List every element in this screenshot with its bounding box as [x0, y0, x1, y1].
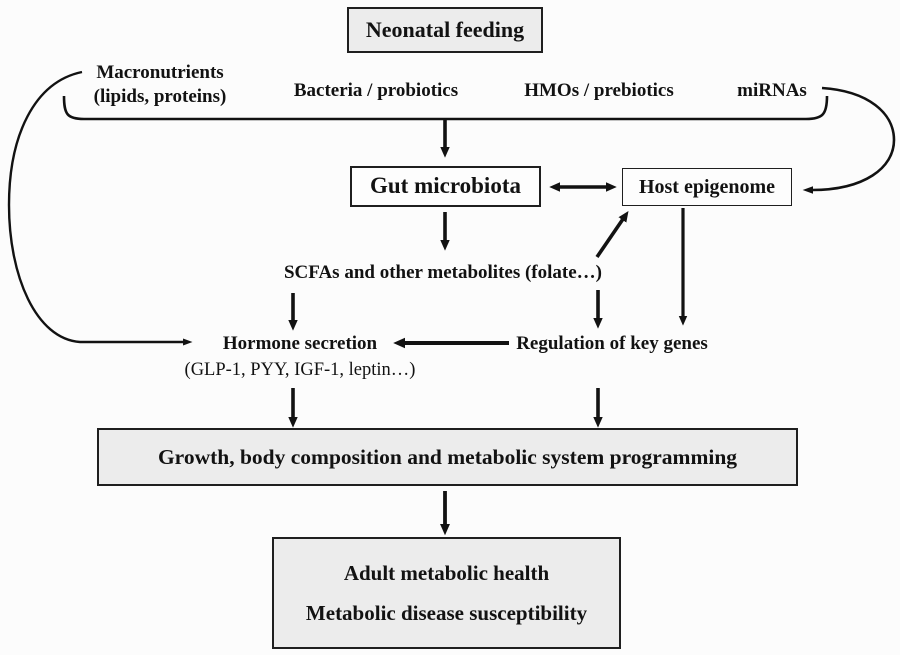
node-mirnas: miRNAs — [737, 80, 807, 101]
node-regulation-of-key-genes: Regulation of key genes — [516, 333, 708, 354]
node-bacteria-probiotics: Bacteria / probiotics — [293, 80, 459, 101]
adult-health-line: Adult metabolic health — [343, 560, 550, 585]
node-scfas-metabolites: SCFAs and other metabolites (folate…) — [283, 262, 603, 283]
hormone-secretion-title: Hormone secretion — [222, 333, 378, 354]
arrow-macronutrients-to-hormone-curve — [7, 70, 193, 346]
macronutrients-line2: (lipids, proteins) — [93, 86, 227, 108]
arrow-scfas-to-host-epigenome — [595, 210, 629, 259]
disease-susceptibility-line: Metabolic disease susceptibility — [305, 601, 588, 625]
node-hmos-prebiotics: HMOs / prebiotics — [524, 80, 674, 101]
node-hormone-secretion: Hormone secretion (GLP-1, PYY, IGF-1, le… — [175, 332, 425, 383]
node-macronutrients: Macronutrients (lipids, proteins) — [60, 61, 260, 110]
node-neonatal-feeding: Neonatal feeding — [347, 7, 543, 53]
node-growth-programming: Growth, body composition and metabolic s… — [97, 428, 798, 486]
node-gut-microbiota: Gut microbiota — [350, 166, 541, 207]
macronutrients-line1: Macronutrients — [96, 62, 224, 83]
hormone-secretion-detail: (GLP-1, PYY, IGF-1, leptin…) — [184, 360, 416, 381]
arrow-mirnas-to-host-curve — [802, 86, 896, 194]
inputs-bracket — [62, 95, 829, 121]
node-adult-metabolic-health: Adult metabolic health Metabolic disease… — [272, 537, 621, 649]
node-host-epigenome: Host epigenome — [622, 168, 792, 206]
